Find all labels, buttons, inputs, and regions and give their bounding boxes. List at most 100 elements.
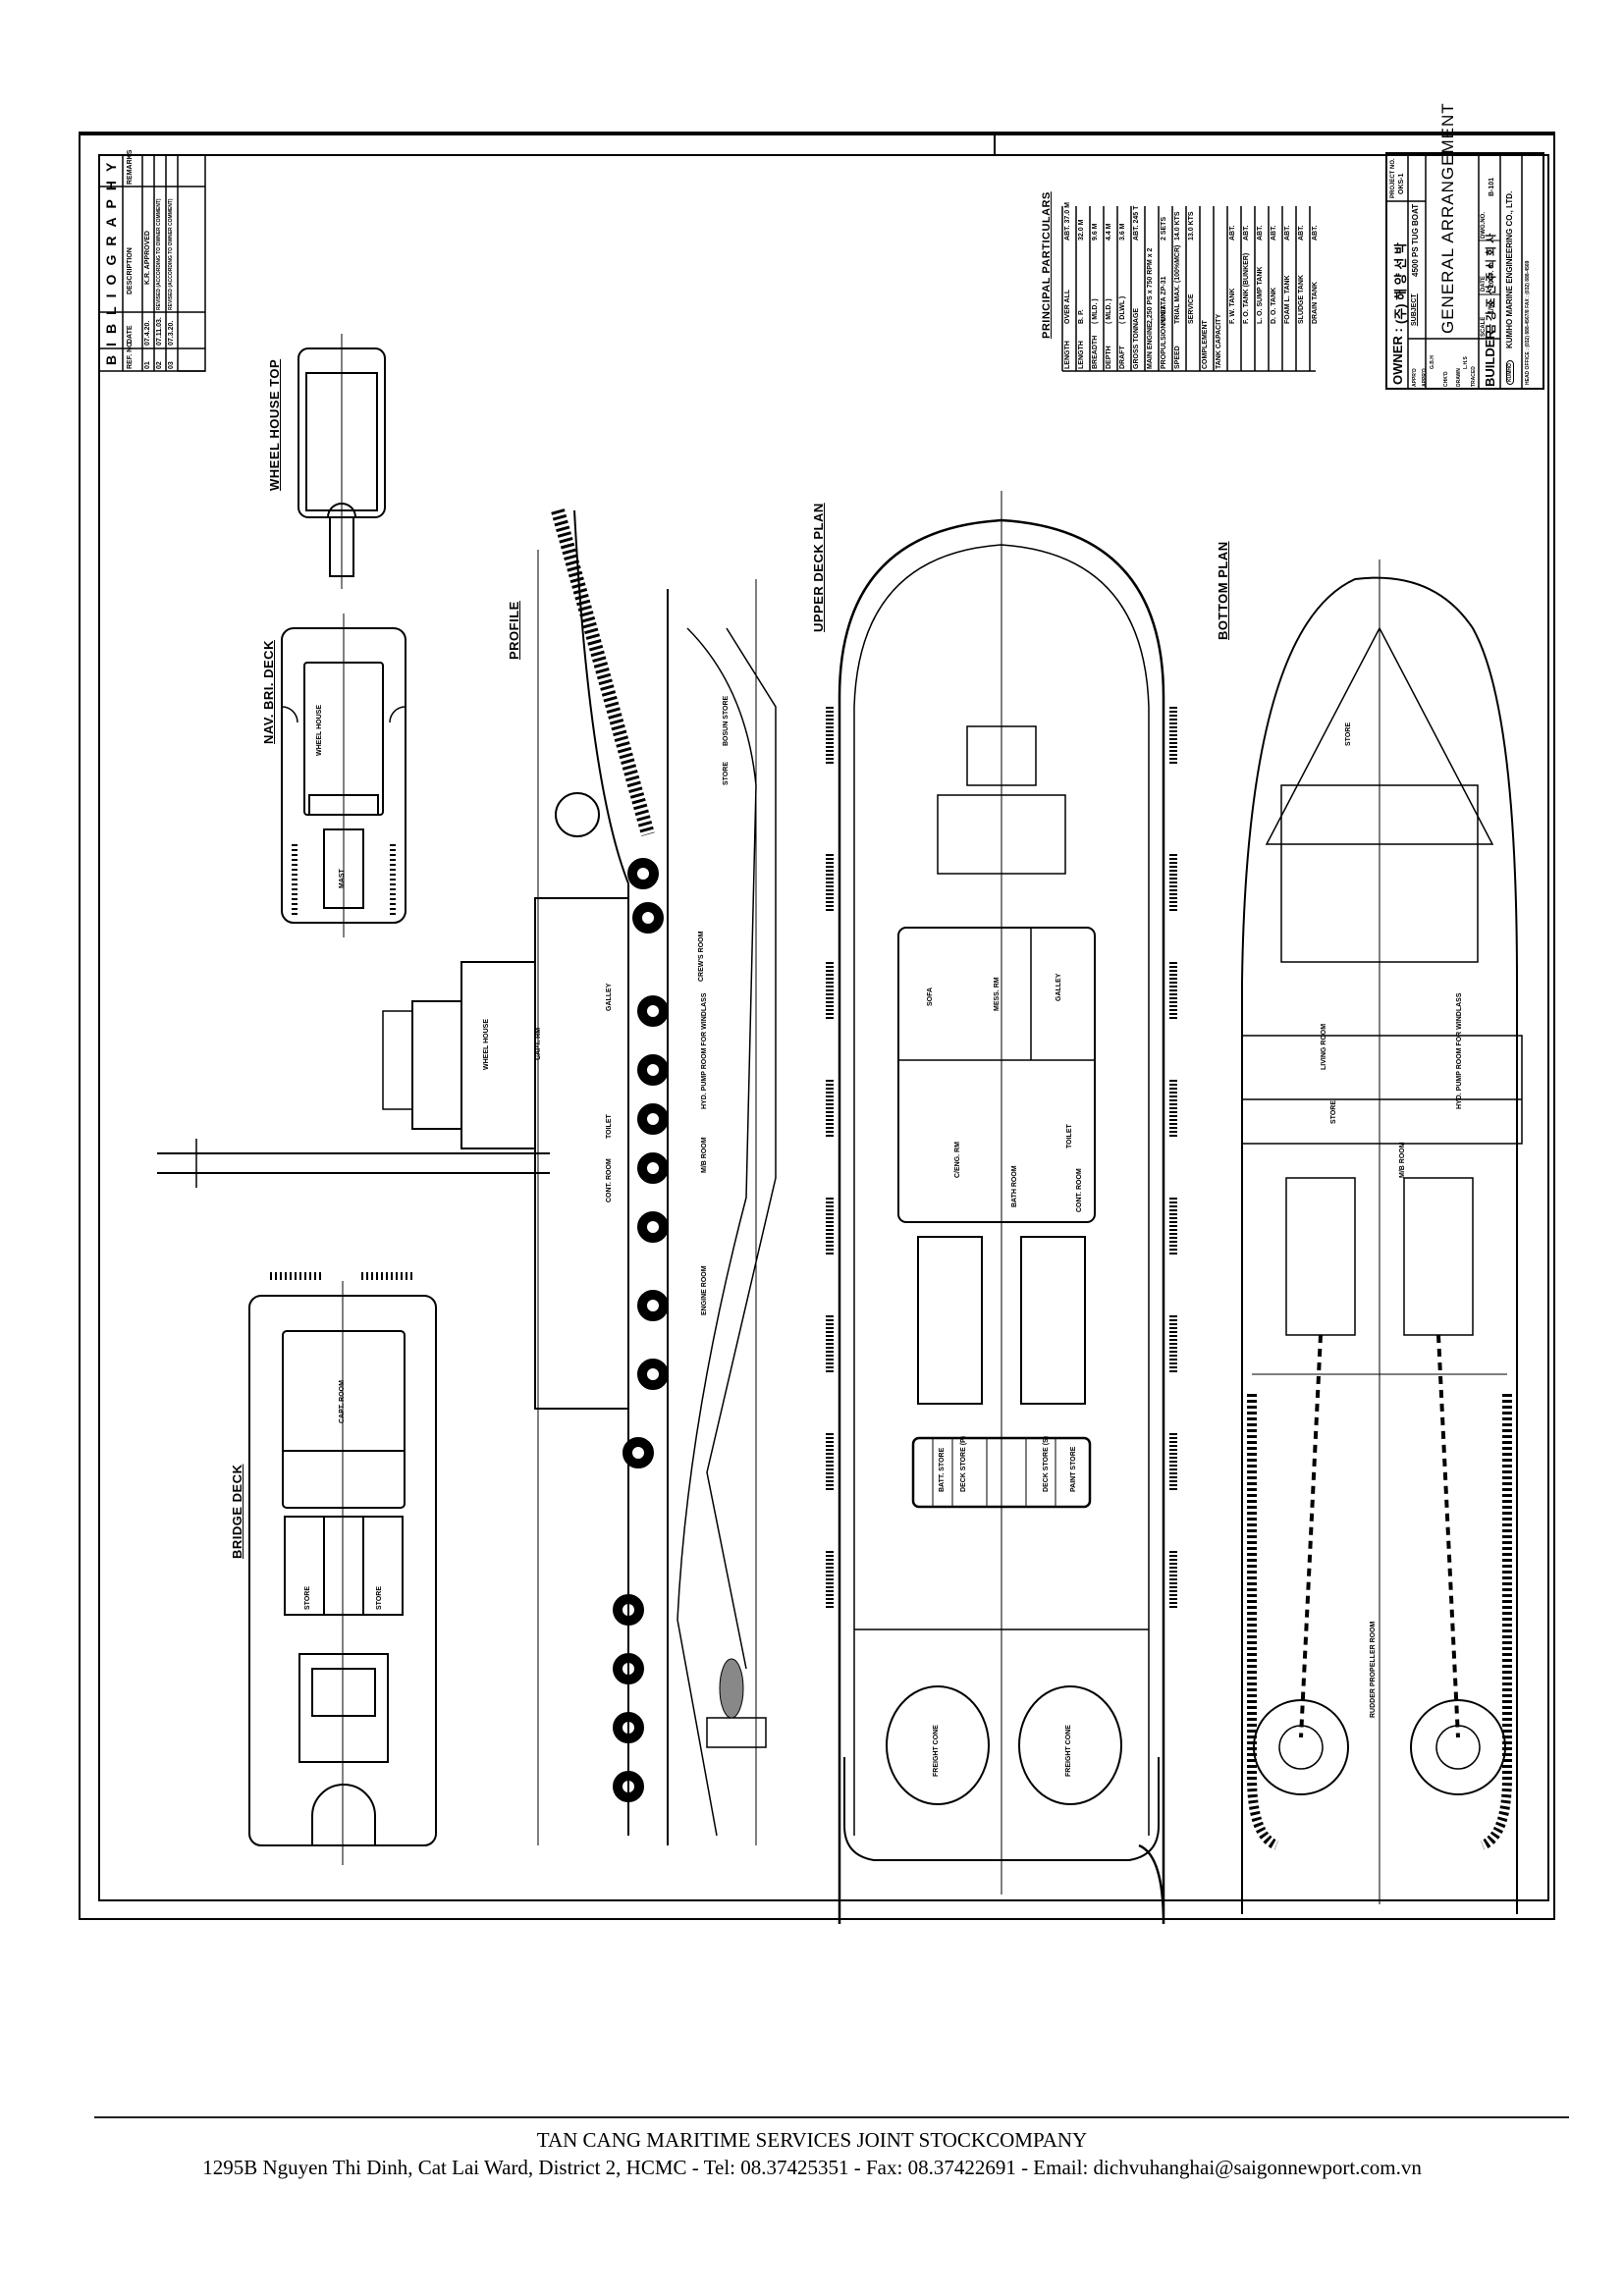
particulars-sub: L. O. SUMP TANK: [1257, 266, 1264, 324]
view-label-bridge-deck: BRIDGE DECK: [230, 1464, 244, 1559]
particulars-sub: SLUDGE TANK: [1298, 274, 1305, 324]
particulars-sub: FOAM L. TANK: [1284, 275, 1291, 324]
room-label: STORE: [723, 762, 730, 785]
approved2-value: G.B.H: [1430, 355, 1435, 369]
particulars-value: ABT. 37.0 M: [1064, 202, 1071, 240]
builder-value: 금 강 조 선 주 식 회 사: [1486, 233, 1497, 334]
view-label-upper-deck-plan: UPPER DECK PLAN: [811, 503, 826, 632]
particulars-item: DEPTH: [1106, 346, 1112, 369]
view-label-profile: PROFILE: [507, 601, 521, 660]
room-label: CREW'S ROOM: [698, 931, 705, 982]
particulars-item: TANK CAPACITY: [1216, 313, 1222, 369]
bibliography-title: BIBLIOGRAPHY: [103, 153, 119, 365]
bib-col-date: DATE: [127, 325, 134, 344]
particulars-item: SPEED: [1174, 346, 1181, 369]
footer-address: 1295B Nguyen Thi Dinh, Cat Lai Ward, Dis…: [202, 2156, 1422, 2179]
project-no-value: OKS-1: [1398, 173, 1405, 194]
bib-row-description: K.R. APPROVED: [144, 231, 151, 285]
kumho-logo: KUMHO: [1506, 360, 1514, 385]
room-label: TOILET: [606, 1114, 613, 1139]
particulars-item: LENGTH: [1064, 341, 1071, 369]
bibliography-table: [98, 154, 206, 372]
room-label: M/B ROOM: [701, 1137, 708, 1173]
room-label: M/B ROOM: [1399, 1142, 1406, 1178]
particulars-value: ABT.: [1243, 225, 1250, 240]
room-label: CAPT. RM: [535, 1027, 542, 1060]
particulars-sub: OVER ALL: [1064, 289, 1071, 324]
room-label: GALLEY: [1056, 973, 1062, 1001]
company-name: KUMHO MARINE ENGINEERING CO., LTD.: [1505, 190, 1514, 348]
profile-fenders: [613, 858, 669, 1802]
nav-bridge-deck-view: [281, 614, 406, 937]
principal-particulars-title: PRINCIPAL PARTICULARS: [1041, 191, 1053, 339]
particulars-value: ABT.: [1298, 225, 1305, 240]
title-block: [1385, 152, 1544, 390]
particulars-sub: ( MLD. ): [1092, 298, 1099, 324]
particulars-value: 14.0 KTS: [1174, 211, 1181, 240]
particulars-value: ABT.: [1271, 225, 1277, 240]
bib-row-date: 07.3.20.: [168, 320, 175, 346]
particulars-value: ABT.: [1229, 225, 1236, 240]
bib-col-remarks: REMARKS: [127, 149, 134, 185]
head-office: HEAD OFFICE : (032) 888-4567/8 FAX : (03…: [1525, 260, 1531, 385]
view-label-nav-bri-deck: NAV. BRI. DECK: [261, 640, 276, 744]
view-label-bottom-plan: BOTTOM PLAN: [1216, 541, 1230, 640]
footer-company-name: TAN CANG MARITIME SERVICES JOINT STOCKCO…: [536, 2128, 1088, 2152]
particulars-sub: SERVICE: [1188, 294, 1195, 324]
drawn-label: DRAWN: [1456, 368, 1462, 387]
owner-label: OWNER :: [1390, 328, 1405, 385]
room-label: CONT. ROOM: [1076, 1168, 1083, 1212]
room-label: C/ENG. RM: [954, 1142, 961, 1178]
frame-divider: [994, 132, 996, 155]
particulars-item: GROSS TONNAGE: [1133, 307, 1140, 369]
bib-row-ref: 03: [168, 361, 175, 369]
room-label: STORE: [304, 1586, 311, 1610]
room-label: LIVING ROOM: [1321, 1023, 1327, 1070]
bib-row-date: 07.4.20.: [144, 320, 151, 346]
room-label: PAINT STORE: [1070, 1446, 1077, 1492]
bib-col-description: DESCRIPTION: [127, 247, 134, 294]
bib-row-date: 07.11.03.: [156, 317, 163, 346]
footer-divider: [94, 2116, 1569, 2118]
upper-deck-fenders: [826, 707, 1177, 1610]
particulars-value: 32.0 M: [1078, 219, 1085, 240]
profile-view: [157, 508, 777, 1845]
particulars-sub: ( MLD. ): [1106, 298, 1112, 324]
room-label: GALLEY: [606, 983, 613, 1011]
owner-value: (주) 해 양 선 박: [1393, 242, 1408, 324]
room-label: RUDDER PROPELLER ROOM: [1370, 1621, 1377, 1718]
room-label: WHEEL HOUSE: [483, 1019, 490, 1070]
particulars-sub: F. W. TANK: [1229, 288, 1236, 324]
particulars-sub: F. O. TANK (BUNKER): [1243, 252, 1250, 324]
checked-label: CHK'D: [1443, 371, 1449, 387]
project-no-label: PROJECT NO.: [1390, 158, 1396, 198]
room-label: HYD. PUMP ROOM FOR WINDLASS: [701, 992, 708, 1109]
room-label: STORE: [376, 1586, 383, 1610]
particulars-item: MAIN ENGINE: [1147, 323, 1154, 369]
traced-label: TRACED: [1471, 366, 1477, 387]
room-label: MESS. RM: [994, 977, 1001, 1011]
subject-value: 4500 PS TUG BOAT: [1411, 203, 1420, 277]
room-label: MAST: [339, 869, 346, 888]
room-label: BATH ROOM: [1011, 1165, 1018, 1207]
builder-label: BUILDER: [1483, 330, 1497, 387]
bottom-plan-view: [1241, 560, 1523, 1914]
bib-row-description: REVISED (ACCORDING TO OWNER COMMENT): [156, 198, 162, 310]
room-label: HYD. PUMP ROOM FOR WINDLASS: [1456, 992, 1463, 1109]
room-label: BATT. STORE: [939, 1447, 946, 1492]
particulars-value: 13.0 KTS: [1188, 211, 1195, 240]
drawing-title: GENERAL ARRANGEMENT: [1438, 102, 1457, 334]
bib-col-ref: REF. NO.: [127, 340, 134, 369]
particulars-item: COMPLEMENT: [1202, 320, 1209, 369]
particulars-sub: D. O. TANK: [1271, 287, 1277, 324]
view-label-wheel-house-top: WHEEL HOUSE TOP: [267, 358, 282, 491]
approved2-label: APPR'D: [1422, 368, 1428, 387]
particulars-value: ABT. 245 T: [1133, 205, 1140, 240]
particulars-value: ABT.: [1257, 225, 1264, 240]
particulars-sub: 2,250 PS x 750 RPM x 2: [1147, 247, 1154, 324]
particulars-value: 9.6 M: [1092, 223, 1099, 240]
room-label: BOSUN STORE: [723, 695, 730, 746]
particulars-item: BREADTH: [1092, 335, 1099, 369]
room-label: FREIGHT CONE: [933, 1725, 940, 1777]
